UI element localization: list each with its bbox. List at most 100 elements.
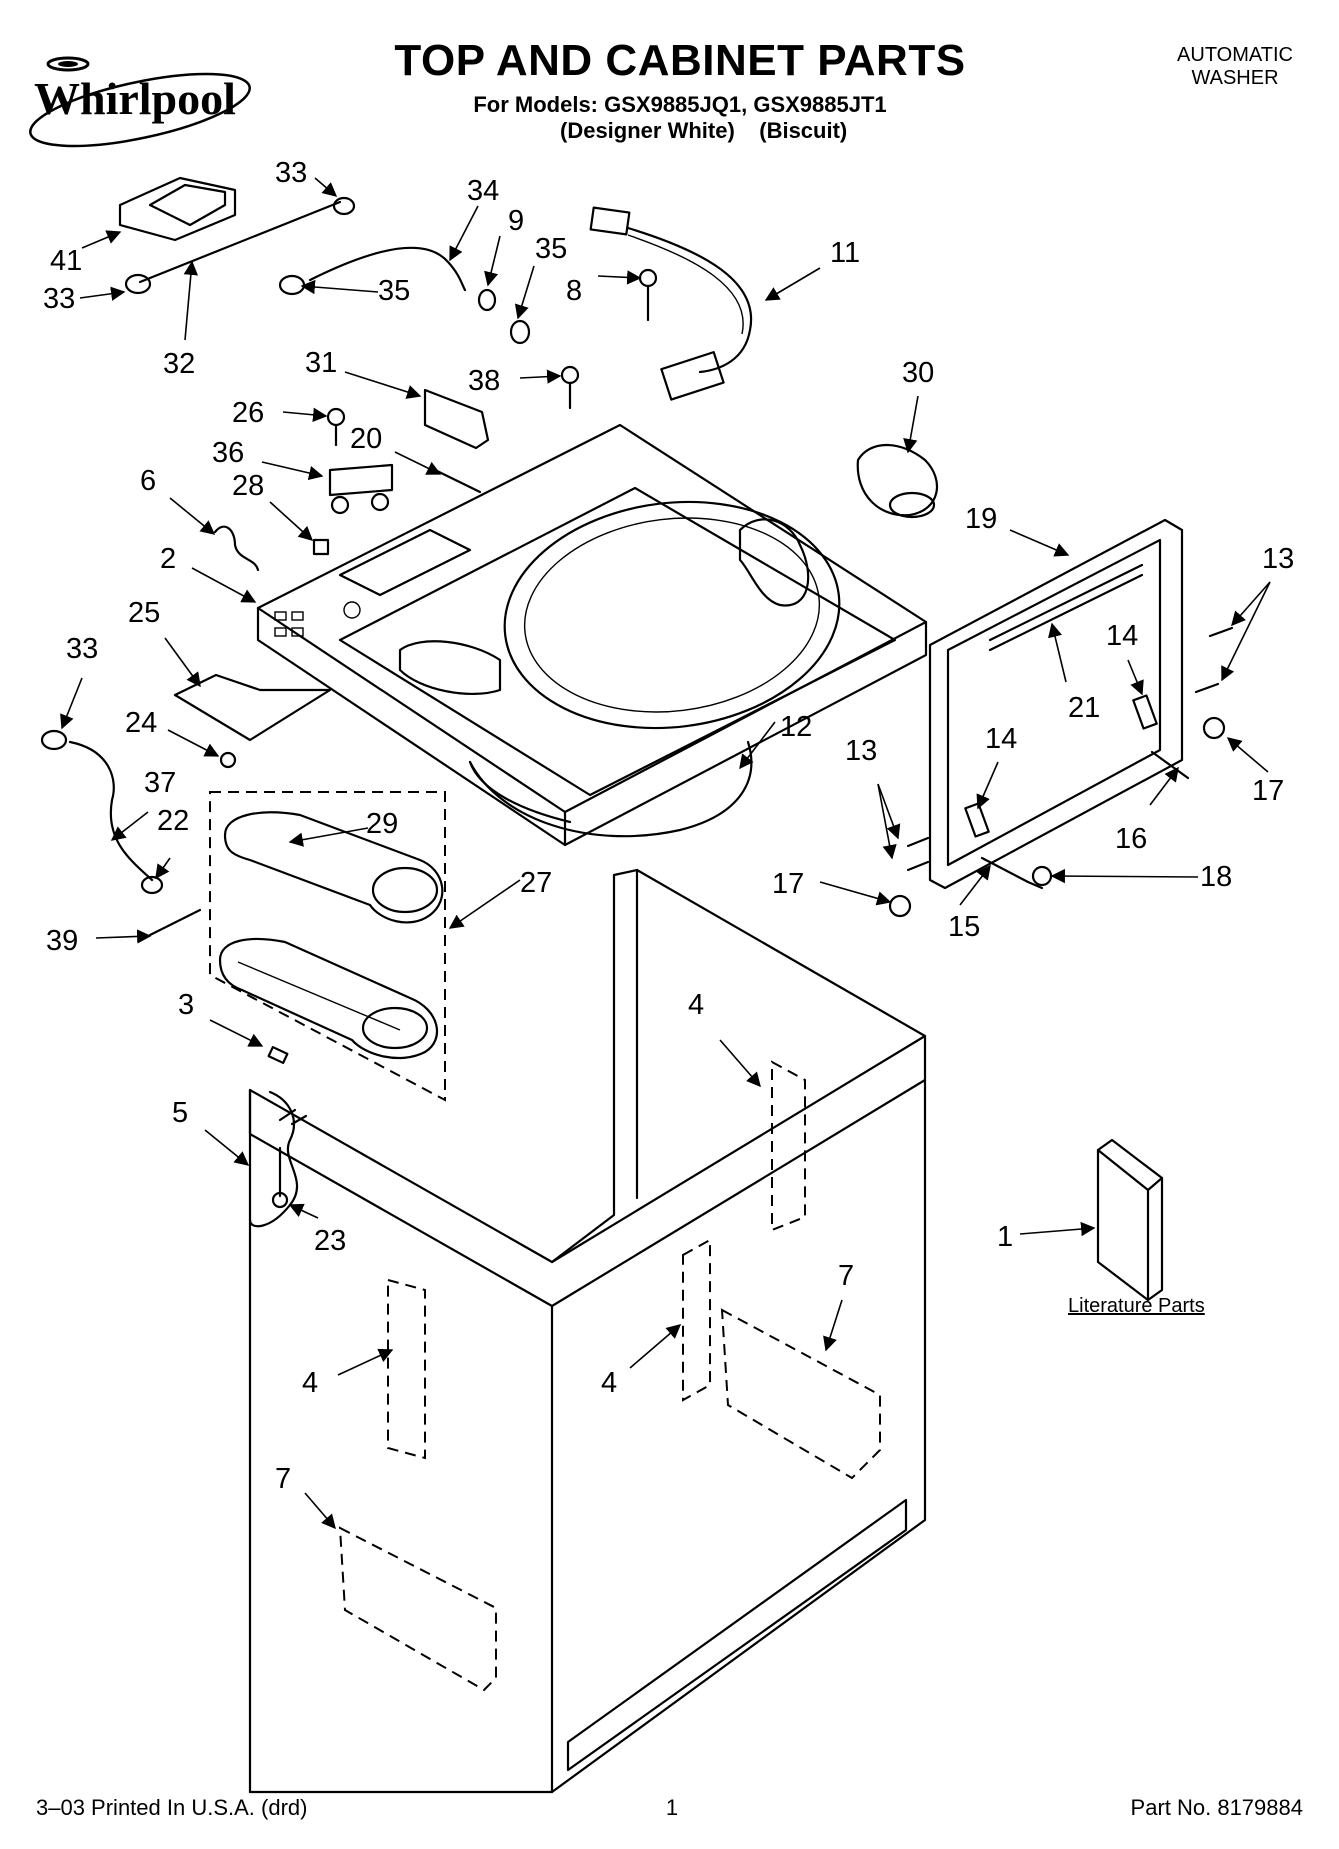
clamp-33-bottom[interactable]	[40, 729, 68, 751]
callout-3: 3	[178, 989, 194, 1021]
callout-33: 33	[275, 157, 307, 189]
screws-13-left[interactable]	[906, 836, 930, 872]
callout-5: 5	[172, 1097, 188, 1129]
callout-36: 36	[212, 437, 244, 469]
callout-12: 12	[780, 711, 812, 743]
callout-22: 22	[157, 805, 189, 837]
callout-24: 24	[125, 707, 157, 739]
callout-13: 13	[1262, 543, 1294, 575]
page-title: TOP AND CABINET PARTS	[394, 36, 966, 85]
callout-30: 30	[902, 357, 934, 389]
console-cap-41[interactable]	[118, 176, 237, 242]
literature-parts-1[interactable]	[1096, 1138, 1164, 1302]
callout-11: 11	[830, 237, 860, 269]
print-info: 3–03 Printed In U.S.A. (drd)	[36, 1795, 308, 1820]
callout-38: 38	[468, 365, 500, 397]
clamp-9[interactable]	[477, 288, 497, 312]
callout-21: 21	[1068, 692, 1100, 724]
callout-39: 39	[46, 925, 78, 957]
hose-34[interactable]	[308, 246, 467, 292]
callout-4: 4	[302, 1367, 318, 1399]
callout-9: 9	[508, 205, 524, 237]
callout-31: 31	[305, 347, 337, 379]
clip-39[interactable]	[148, 908, 202, 937]
bumper-18[interactable]	[1031, 865, 1053, 887]
callout-6: 6	[140, 465, 156, 497]
callout-29: 29	[366, 808, 398, 840]
clamp-35-right[interactable]	[509, 319, 531, 345]
hinge-rod-16[interactable]	[1150, 750, 1190, 780]
shield-25[interactable]	[173, 673, 332, 742]
product-line-1: AUTOMATIC	[1177, 44, 1293, 66]
product-line-2: WASHER	[1191, 67, 1279, 89]
callout-18: 18	[1200, 861, 1232, 893]
lid-19[interactable]	[928, 518, 1184, 890]
screw-23[interactable]	[271, 1146, 289, 1209]
fastener-24[interactable]	[219, 751, 237, 769]
seal-lower[interactable]	[218, 937, 439, 1060]
screw-8[interactable]	[638, 268, 658, 322]
callout-14: 14	[985, 723, 1017, 755]
finish-designer-white: (Designer White)	[560, 118, 735, 143]
model-numbers: For Models: GSX9885JQ1, GSX9885JT1	[473, 92, 887, 117]
callout-32: 32	[163, 348, 195, 380]
clamp-35-left[interactable]	[278, 274, 306, 296]
screw-26[interactable]	[326, 407, 346, 447]
panel-4-left[interactable]	[387, 1278, 426, 1460]
hinge-rod-15[interactable]	[980, 856, 1044, 890]
model-finishes: (Designer White) (Biscuit)	[560, 118, 1060, 144]
callout-33: 33	[43, 283, 75, 315]
cabinet[interactable]	[248, 868, 927, 1794]
finish-biscuit: (Biscuit)	[759, 118, 848, 143]
panel-4-right[interactable]	[771, 1060, 806, 1232]
callout-35: 35	[378, 275, 410, 307]
callout-35: 35	[535, 233, 567, 265]
callout-20: 20	[350, 423, 382, 455]
callout-25: 25	[128, 597, 160, 629]
callout-28: 28	[232, 470, 264, 502]
screws-13-right[interactable]	[1194, 626, 1234, 694]
bracket-6[interactable]	[213, 525, 260, 572]
callout-23: 23	[314, 1225, 346, 1257]
callout-4: 4	[688, 989, 704, 1021]
clamp-33-left[interactable]	[124, 273, 152, 295]
callout-13: 13	[845, 735, 877, 767]
seal-29[interactable]	[223, 811, 444, 924]
clip-28[interactable]	[312, 538, 330, 556]
callout-4: 4	[601, 1367, 617, 1399]
literature-parts-label: Literature Parts	[1068, 1295, 1205, 1317]
leader-lines	[60, 177, 1271, 1530]
wire-harness-11[interactable]	[589, 206, 753, 401]
clip-3[interactable]	[267, 1045, 289, 1065]
callout-37: 37	[144, 767, 176, 799]
water-valve-36[interactable]	[328, 463, 394, 515]
hose-32[interactable]	[138, 200, 342, 284]
callout-34: 34	[467, 175, 499, 207]
dispenser-30[interactable]	[856, 443, 939, 519]
clamp-22[interactable]	[140, 875, 164, 895]
callout-27: 27	[520, 867, 552, 899]
whirlpool-logo: Whirlpool	[28, 52, 278, 162]
callout-33: 33	[66, 633, 98, 665]
callout-8: 8	[566, 275, 582, 307]
bumper-17-right[interactable]	[1202, 716, 1226, 740]
bracket-31[interactable]	[423, 388, 490, 450]
panel-7-right[interactable]	[720, 1308, 881, 1480]
callout-17: 17	[1252, 775, 1284, 807]
tub-ring-12[interactable]	[468, 740, 753, 838]
callout-41: 41	[50, 245, 82, 277]
clamp-20[interactable]	[433, 468, 482, 494]
callout-19: 19	[965, 503, 997, 535]
callout-1: 1	[997, 1221, 1013, 1253]
screw-38[interactable]	[560, 365, 580, 410]
panel-4-center[interactable]	[682, 1238, 711, 1402]
callout-15: 15	[948, 911, 980, 943]
clamp-33-top[interactable]	[332, 196, 356, 216]
tub-seal-group-27[interactable]	[209, 791, 446, 1102]
fill-hose-37[interactable]	[68, 740, 154, 882]
product-type: AUTOMATIC WASHER	[1150, 44, 1320, 90]
washer-top[interactable]	[256, 423, 928, 847]
panel-7-left[interactable]	[338, 1526, 497, 1692]
bumper-17-left[interactable]	[888, 894, 912, 918]
